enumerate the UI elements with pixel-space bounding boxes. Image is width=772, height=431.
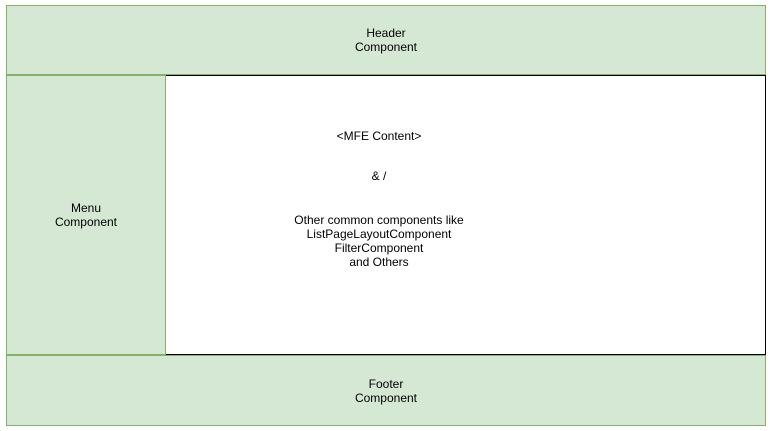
header-component-box: Header Component xyxy=(6,5,766,75)
footer-component-box: Footer Component xyxy=(6,355,766,426)
mfe-content-area: <MFE Content> & / Other common component… xyxy=(166,75,766,355)
footer-component-label: Footer Component xyxy=(354,376,418,405)
menu-component-box: Menu Component xyxy=(6,75,166,355)
mfe-content-label: <MFE Content> xyxy=(336,129,422,143)
separator-label: & / xyxy=(371,169,387,183)
header-component-label: Header Component xyxy=(354,26,418,54)
common-components-label: Other common components like ListPageLay… xyxy=(294,213,464,269)
menu-component-label: Menu Component xyxy=(54,201,118,229)
